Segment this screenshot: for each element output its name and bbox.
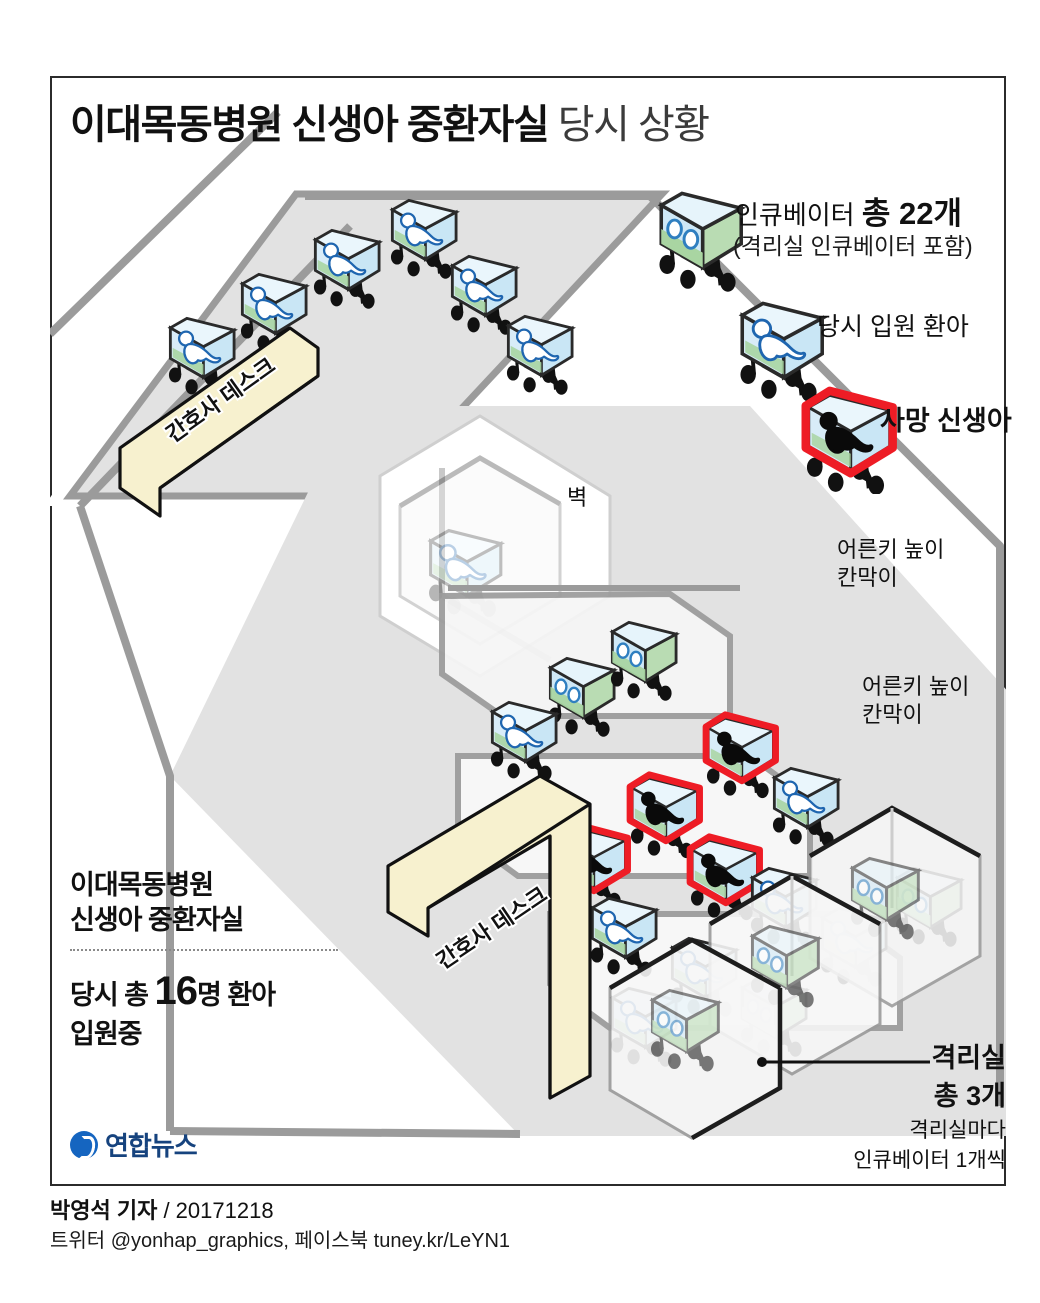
summary-body: 당시 총 16명 환아 입원중 xyxy=(70,965,360,1052)
legend-deceased-label: 사망 신생아 xyxy=(880,406,1012,436)
summary-heading-line1: 이대목동병원 xyxy=(70,870,214,900)
label-partition-1-line2: 칸막이 xyxy=(837,564,898,590)
summary-block: 이대목동병원 신생아 중환자실 당시 총 16명 환아 입원중 xyxy=(70,868,360,1052)
isolation-note-line2: 총 3개 xyxy=(933,1081,1006,1111)
summary-divider xyxy=(70,949,338,952)
summary-body-pre: 당시 총 xyxy=(70,980,155,1011)
brand-logo: 연합뉴스 xyxy=(70,1126,198,1163)
incubator-occupied[interactable] xyxy=(505,314,574,397)
isolation-note-line4: 인큐베이터 1개씩 xyxy=(853,1149,1006,1172)
page-title: 이대목동병원 신생아 중환자실 당시 상황 xyxy=(70,92,710,150)
legend-admitted-label: 당시 입원 환아 xyxy=(817,313,969,341)
summary-body-line1: 당시 총 16명 환아 xyxy=(70,965,360,1017)
isolation-room[interactable] xyxy=(608,937,783,1140)
footer-date: 20171218 xyxy=(175,1198,274,1223)
footer: 박영석 기자 / 20171218 트위터 @yonhap_graphics, … xyxy=(50,1196,510,1256)
summary-body-count: 16 xyxy=(154,969,198,1014)
legend-incubator-total-label: 인큐베이터 xyxy=(735,200,862,230)
summary-heading: 이대목동병원 신생아 중환자실 xyxy=(70,868,360,937)
legend-incubator-total-value: 총 22개 xyxy=(861,196,962,231)
footer-social: 트위터 @yonhap_graphics, 페이스북 tuney.kr/LeYN… xyxy=(50,1229,511,1252)
footer-credit: 박영석 기자 / 20171218 xyxy=(50,1196,510,1227)
legend-incubator-total: 인큐베이터 총 22개 xyxy=(735,195,962,233)
label-partition-1: 어른키 높이 칸막이 xyxy=(837,536,944,591)
yonhap-logo-icon xyxy=(70,1130,98,1159)
label-wall: 벽 xyxy=(567,485,588,510)
legend-incubator-deceased-icon xyxy=(801,386,897,494)
label-partition-2-line1: 어른키 높이 xyxy=(862,674,970,699)
isolation-note-line1: 격리실 xyxy=(931,1043,1006,1073)
summary-heading-line2: 신생아 중환자실 xyxy=(70,904,244,935)
footer-separator: / xyxy=(157,1198,176,1223)
label-partition-2: 어른키 높이 칸막이 xyxy=(862,673,969,728)
page-title-light: 당시 상황 xyxy=(557,103,710,147)
isolation-note-line3: 격리실마다 xyxy=(909,1119,1006,1142)
legend-incubator-occupied-icon xyxy=(738,301,828,402)
label-partition-1-line1: 어른키 높이 xyxy=(837,537,945,562)
brand-name: 연합뉴스 xyxy=(105,1131,198,1161)
legend-incubator-empty-icon xyxy=(657,191,747,292)
isolation-rooms xyxy=(608,805,982,1140)
summary-body-line2: 입원중 xyxy=(70,1019,143,1050)
footer-reporter: 박영석 기자 xyxy=(50,1198,158,1223)
summary-body-post: 명 환아 xyxy=(197,980,276,1011)
legend-incubator-total-note: (격리실 인큐베이터 포함) xyxy=(733,233,973,259)
label-partition-2-line2: 칸막이 xyxy=(862,701,923,727)
page-title-strong: 이대목동병원 신생아 중환자실 xyxy=(70,103,550,147)
